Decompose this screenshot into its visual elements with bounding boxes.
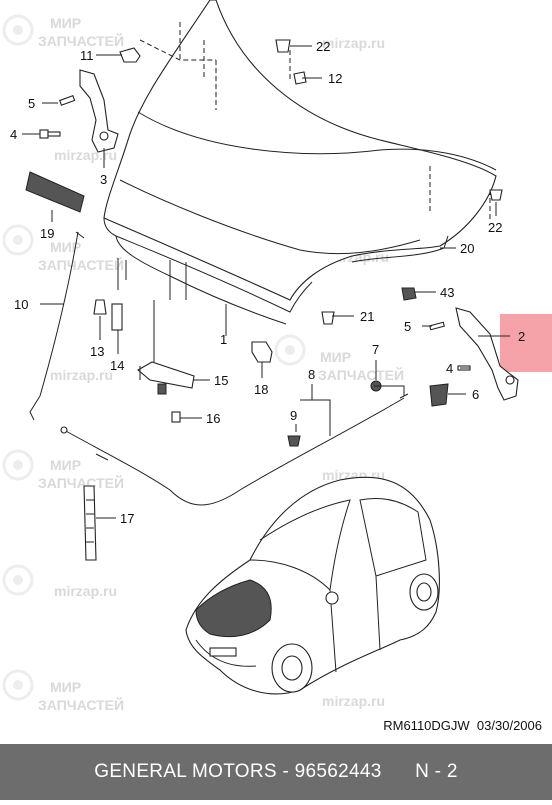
hood-panel [103, 0, 497, 325]
callout-5-left: 5 [28, 96, 35, 111]
rubber-stop-part-13 [93, 299, 107, 315]
callout-17: 17 [120, 511, 134, 526]
bolt-part-5-left [59, 95, 76, 106]
bolt-part-16 [171, 411, 181, 423]
bumper-part-22-right [489, 189, 503, 201]
watermark-logo-icon [2, 449, 34, 481]
footer-text: GENERAL MOTORS - 96562443 N - 2 [94, 761, 458, 782]
callout-5-right: 5 [404, 319, 411, 334]
callout-10: 10 [14, 297, 28, 312]
callout-13: 13 [90, 344, 104, 359]
callout-8: 8 [308, 367, 315, 382]
hood-latch-part-15 [137, 361, 195, 395]
callout-43: 43 [440, 285, 454, 300]
callout-9: 9 [290, 408, 297, 423]
callout-labels: 11 22 12 5 4 3 19 22 20 10 43 21 5 2 13 … [10, 39, 525, 526]
callout-22-top: 22 [316, 39, 330, 54]
bolt-part-5-right [429, 321, 445, 331]
watermark-line1: МИР [50, 15, 81, 31]
watermark-line1: МИР [50, 679, 81, 695]
doc-code-value: RM6110DGJW [383, 718, 470, 733]
highlight-part-2 [500, 314, 552, 372]
callout-6: 6 [472, 387, 479, 402]
callout-11: 11 [80, 48, 94, 63]
callout-20: 20 [460, 241, 474, 256]
watermark-line1: МИР [50, 457, 81, 473]
hood-hinge-left [79, 69, 119, 153]
spring-part-14 [111, 303, 123, 331]
prop-rod-part-10 [29, 231, 85, 421]
watermark-site: mirzap.ru [322, 35, 385, 51]
callout-21: 21 [360, 309, 374, 324]
clip-part-12 [293, 71, 307, 85]
watermark-site: mirzap.ru [322, 693, 385, 709]
bolt-part-4-left [39, 129, 61, 139]
callout-12: 12 [328, 71, 342, 86]
watermark-logo-icon [2, 14, 34, 46]
pad-part-18 [251, 341, 273, 363]
callout-2: 2 [518, 329, 525, 344]
nut-part-43 [401, 287, 417, 301]
callout-15: 15 [214, 373, 228, 388]
watermark-line2: ЗАПЧАСТЕЙ [38, 474, 124, 491]
doc-date-value: 03/30/2006 [476, 718, 542, 733]
watermark-line1: МИР [50, 239, 81, 255]
callout-16: 16 [206, 411, 220, 426]
watermark-line2: ЗАПЧАСТЕЙ [318, 366, 404, 383]
watermark-site: mirzap.ru [50, 367, 113, 383]
cable-tie-part-17 [83, 485, 97, 561]
watermark-logo-icon [2, 564, 34, 596]
callout-22-right: 22 [488, 220, 502, 235]
hood-hinge-right [455, 307, 519, 401]
car-illustration [185, 476, 440, 695]
bumper-part-21 [321, 311, 335, 325]
clip-part-9 [287, 435, 301, 447]
watermark-line2: ЗАПЧАСТЕЙ [38, 696, 124, 713]
callout-1: 1 [220, 332, 227, 347]
callout-18: 18 [254, 382, 268, 397]
watermark-line2: ЗАПЧАСТЕЙ [38, 32, 124, 49]
watermark-logo-icon [274, 334, 306, 366]
watermark-site: mirzap.ru [54, 583, 117, 599]
release-handle-part-6 [429, 383, 449, 407]
watermark-logo-icon [2, 224, 34, 256]
footer-bar: GENERAL MOTORS - 96562443 N - 2 [0, 744, 552, 800]
callout-3: 3 [100, 172, 107, 187]
watermark-line2: ЗАПЧАСТЕЙ [38, 256, 124, 273]
callout-7: 7 [372, 342, 379, 357]
clip-part-11 [119, 47, 141, 63]
callout-4-left: 4 [10, 127, 17, 142]
watermark-line1: МИР [320, 349, 351, 365]
callout-14: 14 [110, 358, 124, 373]
bumper-part-22-top [275, 39, 291, 53]
callout-19: 19 [40, 226, 54, 241]
callout-4-right: 4 [446, 361, 453, 376]
insulator-pad-part-19 [25, 171, 85, 213]
watermark-logo-icon [2, 669, 34, 701]
leader-lines [22, 45, 510, 519]
document-code: RM6110DGJW 03/30/2006 [383, 718, 542, 733]
